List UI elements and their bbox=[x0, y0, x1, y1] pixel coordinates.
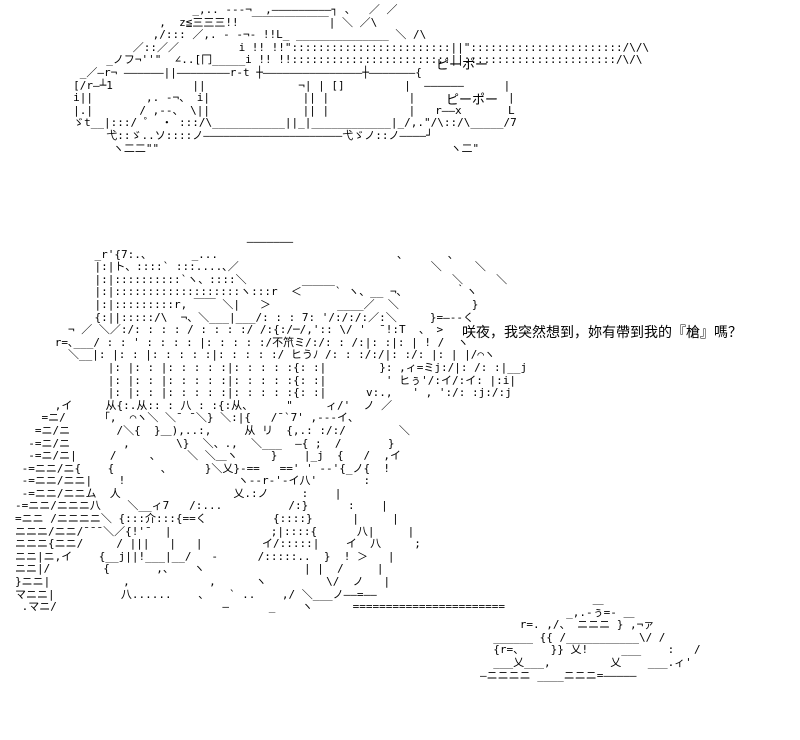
speech-dialogue-text: 咲夜，我突然想到，妳有帶到我的『槍』嗎？ bbox=[462, 325, 742, 341]
siren-sound-text-2: ピーポー bbox=[446, 93, 499, 108]
teapot-ascii-art: ＿ _,.‐ぅ=‐ ＿ r=. ,/、 ニニニ } ,¬ァ ______ {{ … bbox=[480, 593, 701, 682]
ambulance-van-ascii-art: _,.. --‐¬ ,―――――――――┐ 、 ／ ／ , z≦三三三!! ￣￣… bbox=[73, 3, 650, 155]
siren-sound-text-1: ピーポー bbox=[436, 58, 489, 73]
characters-ascii-art: ――――――― _r'{7:.、 _... 、 、 |:|ト、::::` :::… bbox=[15, 235, 528, 614]
